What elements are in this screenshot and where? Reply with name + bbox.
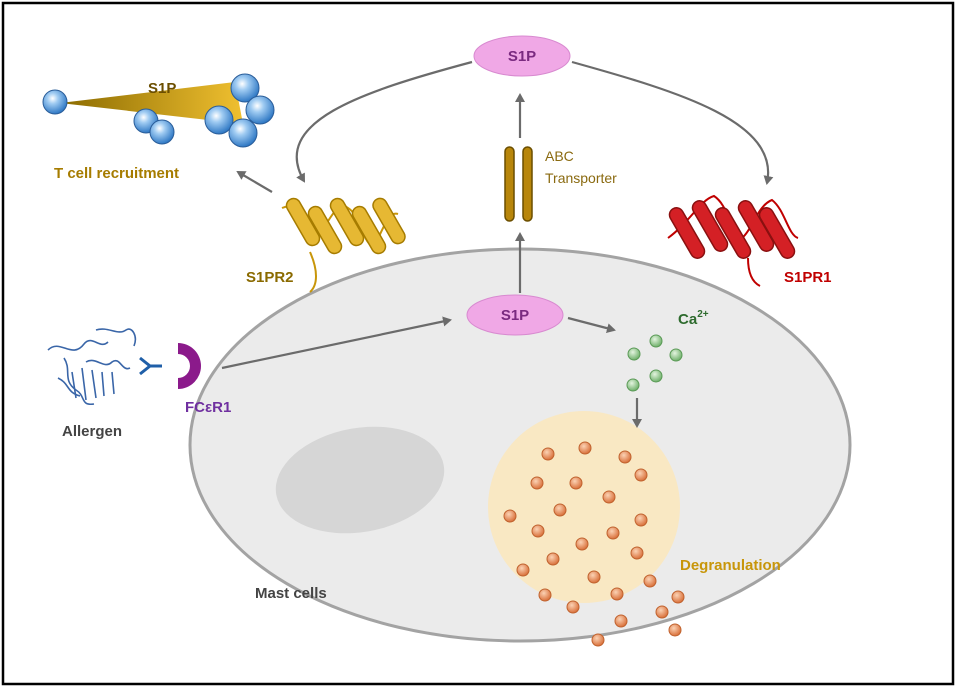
arrow-s1p-to-s1pr2: [295, 60, 473, 183]
s1p-gradient-label: S1P: [148, 80, 176, 97]
arrow-s1pr2-to-tcells: [236, 170, 273, 193]
abc-label: ABC: [545, 148, 574, 164]
s1p-intracellular: [466, 294, 564, 336]
s1pr1-receptor: [667, 194, 799, 287]
transporter-label: Transporter: [545, 170, 617, 186]
nucleus: [275, 426, 445, 534]
allergen-protein: [47, 328, 137, 406]
granules: [503, 441, 685, 647]
allergen-label: Allergen: [62, 423, 122, 440]
arrow-s1p-to-s1pr1: [571, 60, 774, 185]
s1pr2-receptor: [281, 197, 406, 293]
degranulation-zone: [488, 411, 680, 603]
calcium-ions: [626, 334, 683, 392]
calcium-superscript: 2+: [697, 309, 709, 320]
arrow-fcer1-to-s1p: [221, 316, 452, 370]
mast-cells-label: Mast cells: [255, 585, 327, 602]
arrows: [221, 60, 774, 428]
t-cells: [42, 73, 275, 148]
s1pr1-label: S1PR1: [784, 269, 832, 286]
fcer1-receptor: [178, 343, 201, 389]
s1pr2-label: S1PR2: [246, 269, 294, 286]
abc-transporter: [504, 146, 533, 222]
s1p-gradient-wedge: [60, 82, 243, 124]
calcium-label: Ca2+: [678, 309, 709, 328]
arrow-s1p-to-calcium: [567, 316, 616, 334]
t-cell-recruitment-label: T cell recruitment: [54, 165, 179, 182]
fcer1-label: FCεR1: [185, 399, 231, 416]
s1p-intracellular-label: S1P: [501, 307, 529, 324]
s1p-extracellular-label: S1P: [508, 48, 536, 65]
calcium-text: Ca: [678, 311, 698, 328]
degranulation-label: Degranulation: [680, 557, 781, 574]
s1p-extracellular: [473, 35, 571, 77]
ige-antibody: [139, 356, 162, 376]
